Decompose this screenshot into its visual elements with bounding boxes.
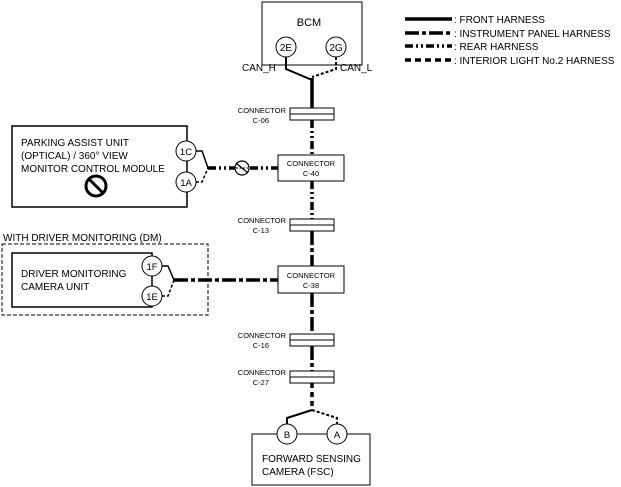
dm-camera-line2: CAMERA UNIT (21, 282, 89, 293)
connector-c38: CONNECTOR C-38 (277, 265, 345, 294)
prohibited-icon (84, 174, 108, 198)
legend-front-label: : FRONT HARNESS (454, 15, 545, 26)
parking-unit-line1: PARKING ASSIST UNIT (21, 138, 129, 149)
no-connection-icon (234, 160, 250, 176)
parking-pair-wire-top (196, 150, 209, 169)
connector-c16-word: CONNECTOR (238, 331, 287, 340)
bcm-can-l-wire (311, 57, 337, 78)
parking-unit-line2: (OPTICAL) / 360° VIEW (21, 151, 128, 162)
fsc-pin-a-label: A (334, 430, 341, 441)
connector-c06-word: CONNECTOR (238, 106, 287, 115)
connector-c16-id: C-16 (253, 341, 269, 350)
can-h-label: CAN_H (242, 63, 276, 74)
fsc-wire-a (311, 409, 338, 425)
fsc-pin-a (326, 423, 348, 445)
fsc-line1: FORWARD SENSING (262, 454, 361, 465)
legend: : FRONT HARNESS : INSTRUMENT PANEL HARNE… (405, 15, 615, 67)
dm-camera-line1: DRIVER MONITORING (21, 269, 127, 280)
connector-c38-box (277, 265, 345, 294)
bcm-can-h-wire (285, 57, 313, 81)
bcm-pin-can-l-label: 2G (329, 43, 343, 54)
driver-monitoring-camera-unit: DRIVER MONITORING CAMERA UNIT 1F 1E (11, 252, 163, 308)
connector-c13-word: CONNECTOR (238, 216, 287, 225)
connector-c06: CONNECTOR C-06 (238, 106, 335, 125)
connector-c27-id: C-27 (253, 378, 269, 387)
parking-unit-line3: MONITOR CONTROL MODULE (21, 164, 165, 175)
connector-c40: CONNECTOR C-40 (277, 154, 345, 182)
legend-interior-label: : INTERIOR LIGHT No.2 HARNESS (454, 56, 615, 67)
dm-pair-wire-top (162, 265, 175, 281)
dm-pin-1f-label: 1F (146, 262, 157, 273)
forward-sensing-camera: B A FORWARD SENSING CAMERA (FSC) (251, 423, 371, 486)
connector-c13: CONNECTOR C-13 (238, 216, 335, 235)
bcm-box (261, 1, 363, 66)
connector-c38-id: C-38 (303, 281, 319, 290)
legend-instrument-label: : INSTRUMENT PANEL HARNESS (454, 29, 611, 40)
connector-c38-word: CONNECTOR (287, 271, 336, 280)
parking-assist-unit-box (11, 125, 188, 208)
bcm-module: BCM 2E 2G (261, 1, 363, 66)
fsc-wire-b (286, 409, 313, 425)
connector-c13-id: C-13 (253, 226, 269, 235)
parking-assist-unit: PARKING ASSIST UNIT (OPTICAL) / 360° VIE… (11, 125, 197, 208)
connector-c40-id: C-40 (303, 169, 319, 178)
parking-pin-1a-label: 1A (180, 178, 192, 189)
can-l-label: CAN_L (340, 63, 373, 74)
connector-c27: CONNECTOR C-27 (238, 368, 335, 387)
connector-c16: CONNECTOR C-16 (238, 331, 335, 350)
fsc-box (251, 433, 371, 486)
bcm-pin-can-h-label: 2E (280, 43, 293, 54)
dm-camera-box (11, 252, 153, 308)
connector-c40-word: CONNECTOR (287, 159, 336, 168)
fsc-line2: CAMERA (FSC) (262, 467, 334, 478)
connector-c27-word: CONNECTOR (238, 368, 287, 377)
parking-pair-wire-bottom (196, 167, 209, 183)
dm-pin-1e-label: 1E (146, 292, 158, 303)
legend-rear-label: : REAR HARNESS (454, 42, 539, 53)
fsc-pin-b-label: B (284, 430, 290, 441)
connector-c06-id: C-06 (253, 116, 269, 125)
bcm-title: BCM (297, 17, 321, 29)
dm-pair-wire-bottom (162, 279, 175, 297)
dm-group-label: WITH DRIVER MONITORING (DM) (3, 233, 162, 244)
fsc-pin-b (276, 423, 298, 445)
parking-pin-1c-label: 1C (180, 147, 192, 158)
